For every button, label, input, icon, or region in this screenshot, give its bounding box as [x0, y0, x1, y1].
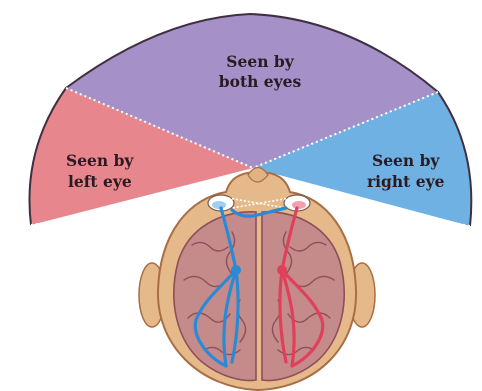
left-lateral-geniculate-nucleus [231, 265, 241, 275]
both-eyes-label-line2: both eyes [219, 72, 302, 91]
left-eye-label-line2: left eye [68, 172, 132, 191]
right-eye-label-line2: right eye [367, 172, 445, 191]
right-eye-label-line1: Seen by [372, 151, 440, 170]
both-eyes-label-line1: Seen by [226, 52, 294, 71]
left-eye-label-line1: Seen by [66, 151, 134, 170]
right-eye-retina [292, 201, 306, 209]
right-lateral-geniculate-nucleus [277, 265, 287, 275]
left-eye-retina [212, 201, 226, 209]
